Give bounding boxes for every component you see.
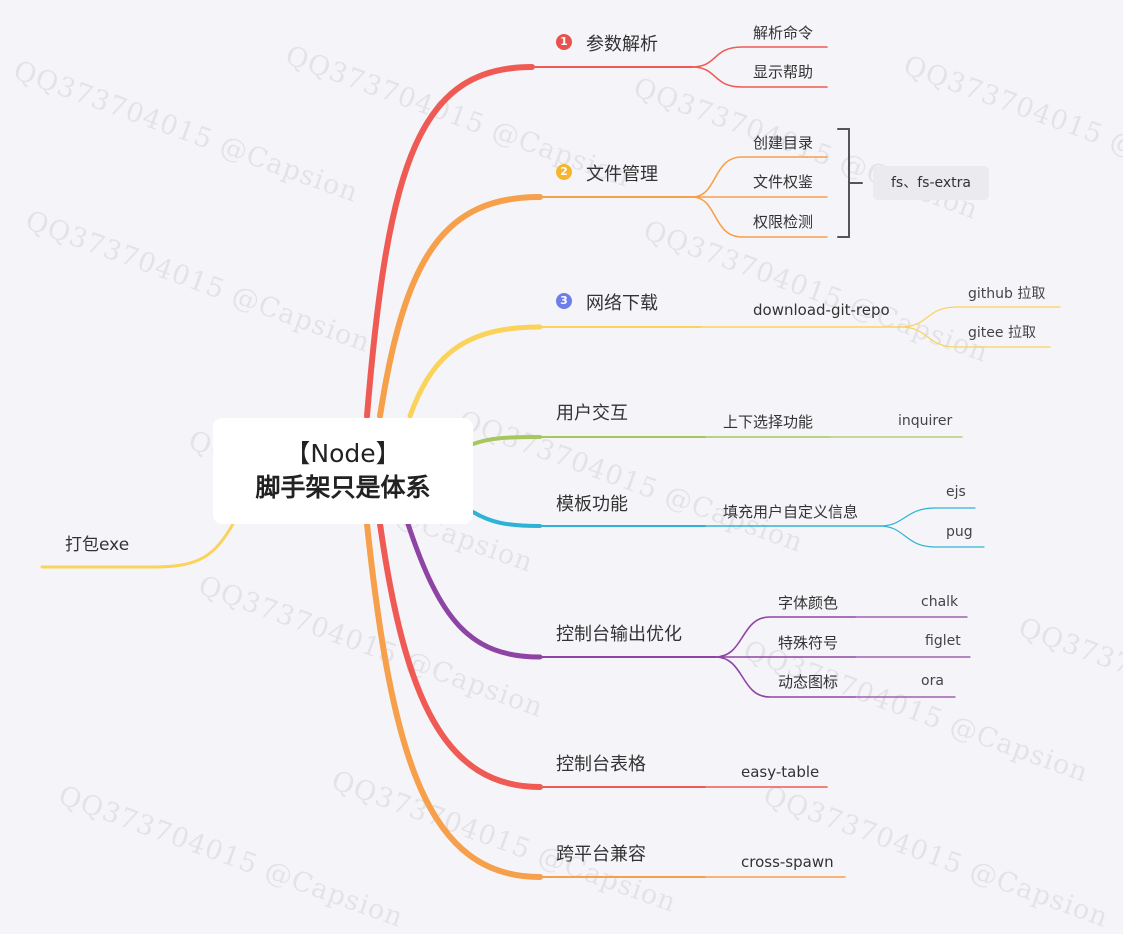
subnode-label[interactable]: 显示帮助 [753,63,814,81]
subnode-label[interactable]: 解析命令 [753,24,814,42]
branch-label-canshu[interactable]: 参数解析 [586,34,658,55]
mindmap-canvas: QQ373704015 @Capsion QQ373704015 @Capsio… [9,24,1123,934]
leaf-label[interactable]: gitee 拉取 [968,325,1036,341]
leaf-label[interactable]: ejs [946,484,966,500]
connector-wenjian [377,194,543,419]
connector-wangluo [407,324,543,419]
connector-shuchu [405,521,543,660]
subnode-label[interactable]: 创建目录 [753,134,814,152]
subnode-label[interactable]: 填充用户自定义信息 [723,503,859,521]
subnode-label[interactable]: 特殊符号 [778,634,839,652]
branch-label-jiaohu[interactable]: 用户交互 [556,403,628,424]
connector-lines [40,46,1061,880]
connector-canshu [364,64,535,419]
connector-kuapingtai [364,521,543,880]
branch-label-shuchu[interactable]: 控制台输出优化 [556,624,682,645]
leaf-label[interactable]: pug [946,524,973,540]
summary-box[interactable]: fs、fs-extra [873,166,989,200]
branch-label-exe[interactable]: 打包exe [65,535,130,555]
connector-jiaohu [471,435,542,446]
summary-bracket [837,128,863,238]
leaf-label[interactable]: github 拉取 [968,286,1046,302]
subnode-label[interactable]: 文件权鉴 [753,173,814,191]
leaf-label[interactable]: chalk [921,594,959,610]
connector-biaoge [377,521,543,790]
subnode-label[interactable]: easy-table [741,763,820,781]
branch-label-muban[interactable]: 模板功能 [556,494,628,515]
subnode-label[interactable]: 动态图标 [778,673,839,691]
root-title-line2: 脚手架只是体系 [255,473,431,502]
leaf-label[interactable]: inquirer [898,413,953,429]
root-node[interactable]: 【Node】 脚手架只是体系 [213,418,473,524]
subnode-label[interactable]: 权限检测 [753,213,814,231]
subnode-label[interactable]: cross-spawn [741,853,834,871]
root-title-line1: 【Node】 [285,439,401,468]
number-badge-1-icon: 1 [556,34,572,50]
branch-label-wenjian[interactable]: 文件管理 [586,164,658,185]
leaf-label[interactable]: figlet [925,633,961,649]
number-badge-3-icon: 3 [556,293,572,309]
branch-label-biaoge[interactable]: 控制台表格 [556,754,646,775]
subnode-label[interactable]: download-git-repo [753,301,890,319]
branch-label-wangluo[interactable]: 网络下载 [586,293,658,314]
leaf-label[interactable]: ora [921,673,944,689]
branch-label-kuapingtai[interactable]: 跨平台兼容 [556,844,646,865]
subnode-label[interactable]: 字体颜色 [778,594,839,612]
subnode-label[interactable]: 上下选择功能 [723,413,814,431]
connector-muban [471,510,542,528]
connector-left-exe [40,522,235,569]
number-badge-2-icon: 2 [556,164,572,180]
